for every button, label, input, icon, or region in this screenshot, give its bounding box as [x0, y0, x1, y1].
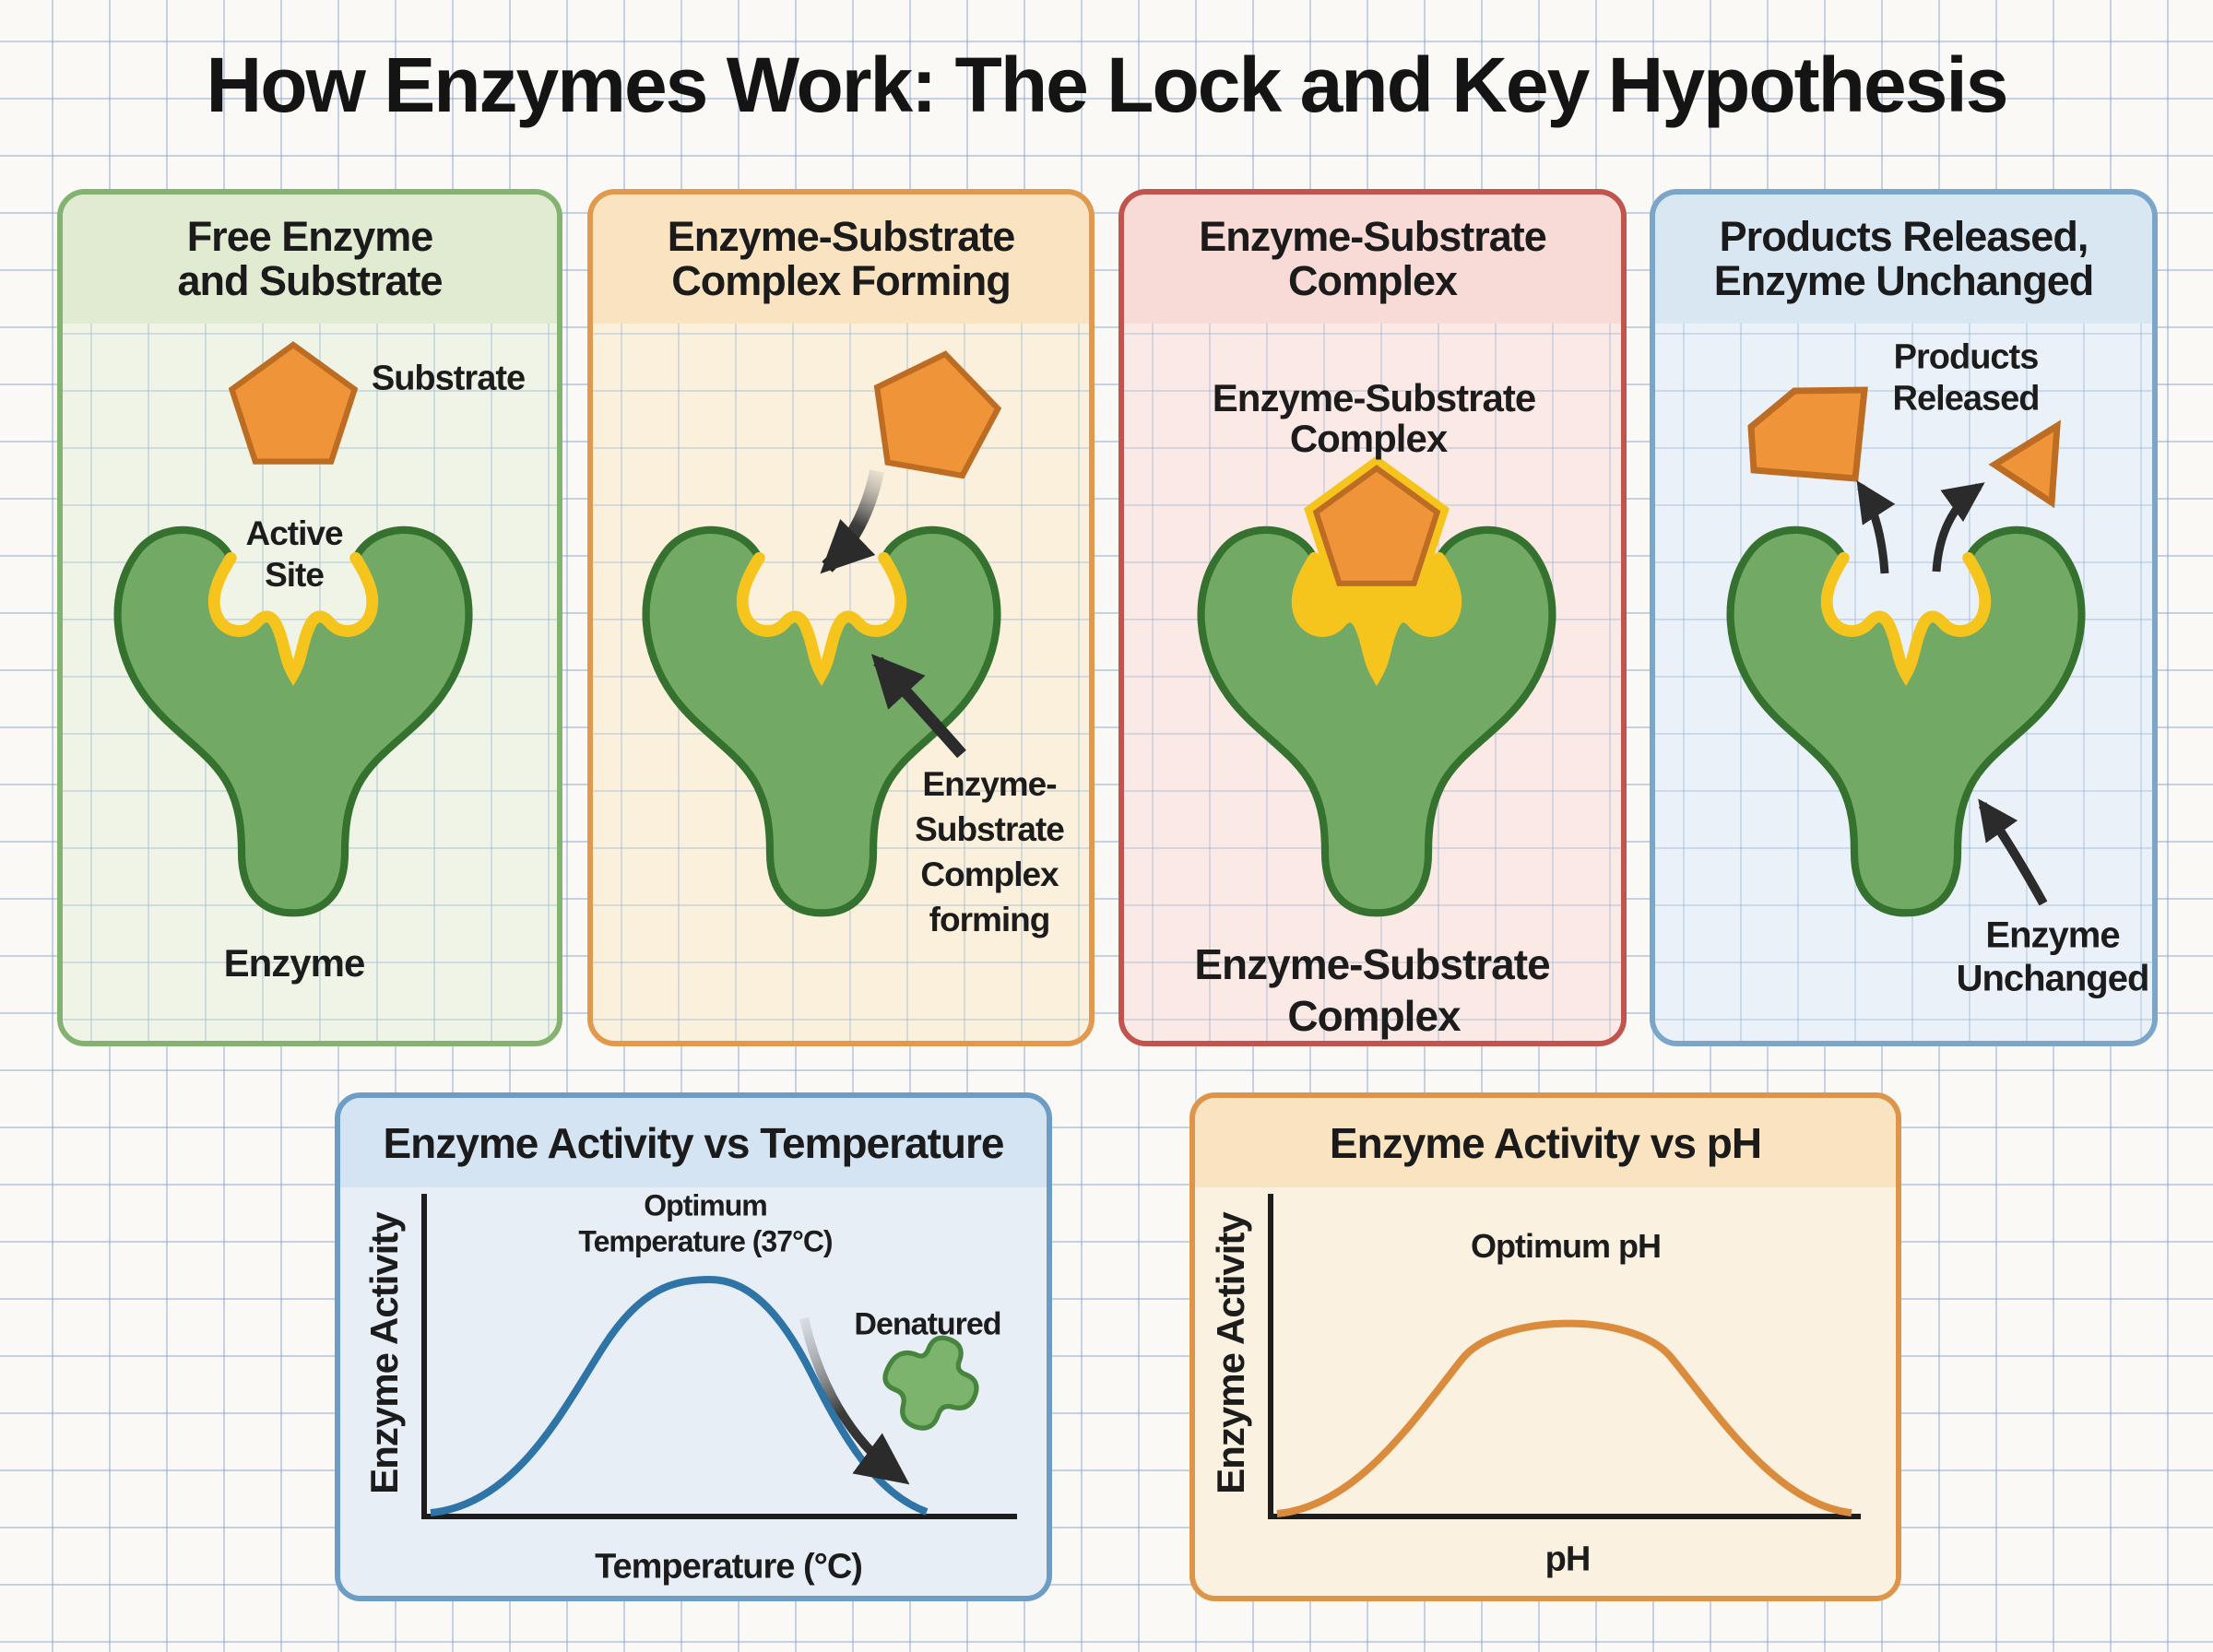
- denatured-enzyme-blob: [882, 1335, 979, 1431]
- panel-free-enzyme-header: Free Enzyme and Substrate: [63, 195, 557, 324]
- substrate-label: Substrate: [371, 359, 526, 398]
- denature-arrow-icon: [799, 1316, 910, 1485]
- header-line: Free Enzyme: [186, 213, 434, 260]
- product-fragment-trapezoid: [1747, 386, 1868, 482]
- chart-ph-panel: Enzyme Activity vs pH: [1189, 1092, 1901, 1601]
- substrate-pentagon: [231, 345, 354, 462]
- active-site-label-line1: Active: [245, 514, 343, 552]
- product-release-arrow-left-icon: [1856, 480, 1896, 574]
- active-site-label-line2: Site: [265, 556, 325, 594]
- substrate-pentagon-tilted: [865, 344, 1006, 480]
- complex-bottom-label-line2: Complex: [1287, 992, 1461, 1040]
- header-line: and Substrate: [177, 257, 443, 304]
- enzyme-shape: [1731, 530, 2082, 913]
- panel-complex-header: Enzyme-Substrate Complex: [1124, 195, 1621, 324]
- page-title: How Enzymes Work: The Lock and Key Hypot…: [206, 41, 2009, 128]
- ph-chart-xlabel: pH: [1544, 1540, 1592, 1579]
- chart-ph-title: Enzyme Activity vs pH: [1195, 1098, 1896, 1187]
- temperature-chart-ylabel: Enzyme Activity: [362, 1212, 406, 1494]
- complex-forming-pointer-arrow-icon: [870, 654, 966, 759]
- header-line: Complex Forming: [671, 257, 1012, 304]
- complex-bottom-label-line1: Enzyme-Substrate: [1194, 940, 1550, 988]
- ph-chart-ylabel: Enzyme Activity: [1209, 1212, 1252, 1494]
- products-released-label-line1: Products: [1893, 337, 2040, 377]
- header-line: Products Released,: [1719, 213, 2089, 260]
- chart-temperature-title: Enzyme Activity vs Temperature: [340, 1098, 1047, 1187]
- header-line: Enzyme Unchanged: [1713, 257, 2095, 304]
- complex-forming-annotation-line3: Complex: [920, 856, 1059, 893]
- optimum-temperature-label-line2: Temperature (37°C): [578, 1224, 833, 1258]
- enzyme-label: Enzyme: [223, 941, 366, 985]
- substrate-pentagon-docked: [1316, 468, 1437, 584]
- panel-complex-forming-header: Enzyme-Substrate Complex Forming: [593, 195, 1089, 324]
- temperature-chart-axes: [421, 1194, 1017, 1519]
- denatured-label: Denatured: [854, 1306, 1001, 1342]
- temperature-activity-curve: [430, 1275, 929, 1516]
- complex-forming-annotation-line4: forming: [929, 901, 1051, 938]
- substrate-binding-arrow-icon: [820, 469, 884, 574]
- enzyme-unchanged-pointer-arrow-icon: [1978, 798, 2048, 906]
- temperature-chart-xlabel: Temperature (°C): [595, 1547, 863, 1587]
- header-line: Complex: [1287, 257, 1458, 304]
- product-release-arrow-right-icon: [1932, 482, 1985, 572]
- ph-activity-curve: [1276, 1319, 1852, 1517]
- header-line: Enzyme-Substrate: [1199, 213, 1547, 260]
- chart-ph-plot-bg: [1195, 1187, 1896, 1596]
- optimum-temperature-label-line1: Optimum: [644, 1188, 767, 1222]
- enzyme-unchanged-label-line1: Enzyme: [1985, 914, 2120, 956]
- ph-chart-axes: [1268, 1194, 1861, 1519]
- enzyme-unchanged-label-line2: Unchanged: [1956, 958, 2150, 999]
- optimum-ph-label: Optimum pH: [1471, 1227, 1662, 1265]
- panel-products-released-header: Products Released, Enzyme Unchanged: [1655, 195, 2152, 324]
- header-line: Enzyme-Substrate: [667, 213, 1016, 260]
- complex-forming-annotation-line2: Substrate: [915, 810, 1065, 848]
- product-fragment-triangle: [1988, 419, 2061, 509]
- complex-top-label-line1: Enzyme-Substrate: [1212, 376, 1536, 419]
- complex-forming-annotation-line1: Enzyme-: [922, 765, 1057, 803]
- products-released-label-line2: Released: [1892, 379, 2041, 419]
- complex-top-label-line2: Complex: [1289, 417, 1448, 460]
